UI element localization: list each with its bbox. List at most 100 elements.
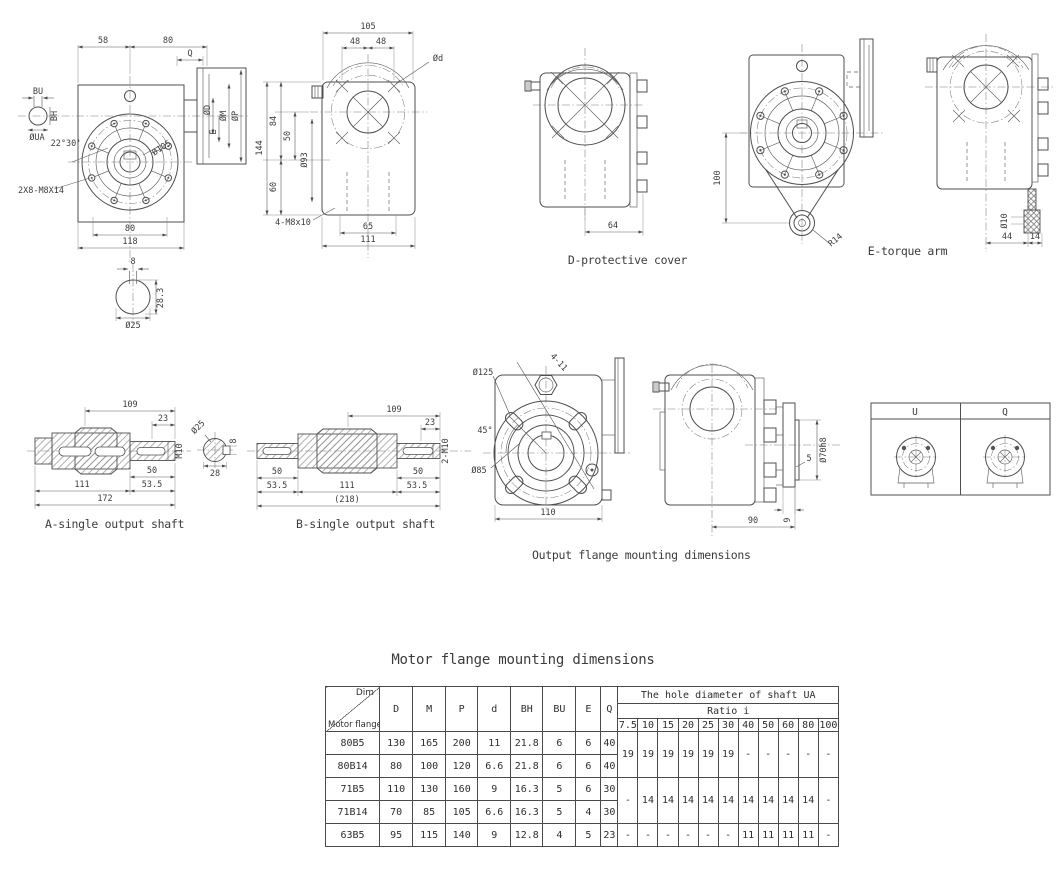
- table-cell: 40: [600, 731, 619, 755]
- dim-label: 58: [98, 36, 108, 46]
- dim-label: 50: [413, 467, 423, 477]
- dim-label: BH: [50, 111, 60, 121]
- flange-slots: [504, 411, 588, 495]
- hole-cell: 19: [697, 731, 719, 778]
- caption-e-arm: E-torque arm: [867, 244, 948, 258]
- dim-label: 50: [272, 467, 282, 477]
- dim-label: 172: [97, 494, 112, 504]
- dim-label: 48: [376, 37, 386, 47]
- caption-output-flange: Output flange mounting dimensions: [532, 548, 751, 562]
- table-cell: 4: [542, 823, 577, 847]
- ratio-col: 60: [777, 718, 799, 732]
- dim-label: 5: [806, 454, 811, 464]
- hole-cell: 14: [777, 777, 799, 824]
- hole-cell: -: [797, 731, 819, 778]
- ratio-col: 50: [757, 718, 779, 732]
- ratio-col: 100: [817, 718, 840, 732]
- col-header-P: P: [445, 686, 479, 732]
- dim-label: Ø10: [999, 213, 1010, 228]
- table-cell: 5: [575, 823, 602, 847]
- table-cell: 16.3: [510, 777, 544, 801]
- dim-label: 90: [748, 516, 758, 526]
- hole-cell: 11: [777, 823, 799, 847]
- q-view-label: Q: [1002, 407, 1008, 418]
- dim-label: 53.5: [407, 481, 427, 491]
- dim-label: 65: [363, 222, 373, 232]
- dim-label: 111: [74, 480, 89, 490]
- dim-label: 8: [130, 257, 135, 267]
- table-row-80B14: 80B14 80 100 120 6.6 21.8 6 6 40: [324, 754, 839, 778]
- dim-label: Ø25: [189, 418, 208, 437]
- hole-cell: 14: [637, 777, 659, 824]
- table-row-71B5: 71B5 110 130 160 9 16.3 5 6 30 - 14 14 1…: [324, 777, 840, 824]
- dim-label: Ød: [433, 53, 443, 64]
- d-cover-drawing: 64: [524, 48, 648, 236]
- hole-cell: 19: [617, 731, 639, 778]
- table-cell: 105: [445, 800, 479, 824]
- dim-label: 118: [122, 237, 137, 247]
- hole-cell: 19: [657, 731, 679, 778]
- dim-label: 110: [540, 508, 555, 518]
- holes-label: 4-11: [548, 352, 569, 374]
- ratio-col: 80: [797, 718, 819, 732]
- table-cell: 70: [379, 800, 414, 824]
- q-view-mini-drawing: [983, 435, 1027, 488]
- dim-label: ØD: [202, 105, 213, 115]
- table-cell: 6: [575, 731, 602, 755]
- motor-flange-table: Dim Motor flange D M P d BH BU E Q The h…: [324, 686, 840, 847]
- hole-cell: -: [717, 823, 739, 847]
- dim-label: 23: [425, 418, 435, 428]
- dim-label: 28.3: [156, 288, 166, 308]
- dim-label: 8: [229, 438, 239, 443]
- corner-cell: Dim Motor flange: [324, 686, 381, 732]
- caption-a-shaft: A-single output shaft: [45, 517, 185, 531]
- hole-cell: -: [617, 823, 639, 847]
- caption-d-cover: D-protective cover: [567, 253, 688, 267]
- table-title: Motor flange mounting dimensions: [391, 652, 655, 668]
- dim-label: 64: [608, 221, 618, 231]
- table-cell: 130: [412, 777, 447, 801]
- dim-label: Ø85: [471, 465, 486, 476]
- table-cell: 11: [477, 731, 512, 755]
- b-shaft-drawing: 109 23 2-M10 50 50 53.5 111 53.5 (218): [247, 405, 471, 510]
- flange-cell: 63B5: [324, 823, 381, 847]
- table-header-row-1: Dim Motor flange D M P d BH BU E Q The h…: [324, 686, 839, 732]
- table-cell: 40: [600, 754, 619, 778]
- ratio-col: 30: [717, 718, 739, 732]
- dim-label: 111: [360, 235, 375, 245]
- table-cell: 120: [445, 754, 479, 778]
- tap-note: 4-M8x10: [275, 218, 311, 228]
- e-arm-drawing: 100 R14: [713, 38, 885, 250]
- uq-orientation-box: U Q: [870, 402, 1051, 496]
- dim-label: 84: [269, 116, 279, 126]
- dim-label: 14: [1030, 232, 1040, 242]
- dim-label: 9: [783, 517, 793, 522]
- col-header-E: E: [575, 686, 602, 732]
- hole-cell: 14: [657, 777, 679, 824]
- cover-hole-marks: [550, 71, 620, 139]
- ratio-col: 7.5: [617, 718, 639, 732]
- flange-cell: 80B14: [324, 754, 381, 778]
- dim-label: 50: [283, 131, 293, 141]
- dim-label: Ø105: [150, 138, 173, 158]
- dim-label: Ø93: [299, 152, 310, 167]
- table-cell: 9: [477, 777, 512, 801]
- hole-cell: 14: [757, 777, 779, 824]
- dim-label: R14: [827, 232, 845, 250]
- dim-label: (218): [334, 495, 360, 505]
- table-cell: 115: [412, 823, 447, 847]
- table-cell: 6: [542, 731, 577, 755]
- hole-cell: 11: [757, 823, 779, 847]
- dim-label: 50: [147, 466, 157, 476]
- front-view-drawing: BU BH ØUA 22°30' Ø105 2X8-M8X14 58 80 Q …: [18, 36, 250, 331]
- ratio-header: Ratio i: [617, 703, 839, 719]
- hole-cell: -: [697, 823, 719, 847]
- dim-label: 109: [122, 400, 137, 410]
- table-cell: 16.3: [510, 800, 544, 824]
- hole-cell: -: [617, 777, 639, 824]
- flange-hole-marks: [335, 79, 401, 145]
- arm-bolts: [756, 87, 848, 179]
- flange-cell: 80B5: [324, 731, 381, 755]
- hole-cell: 14: [797, 777, 819, 824]
- dim-label: Ø25: [125, 320, 140, 331]
